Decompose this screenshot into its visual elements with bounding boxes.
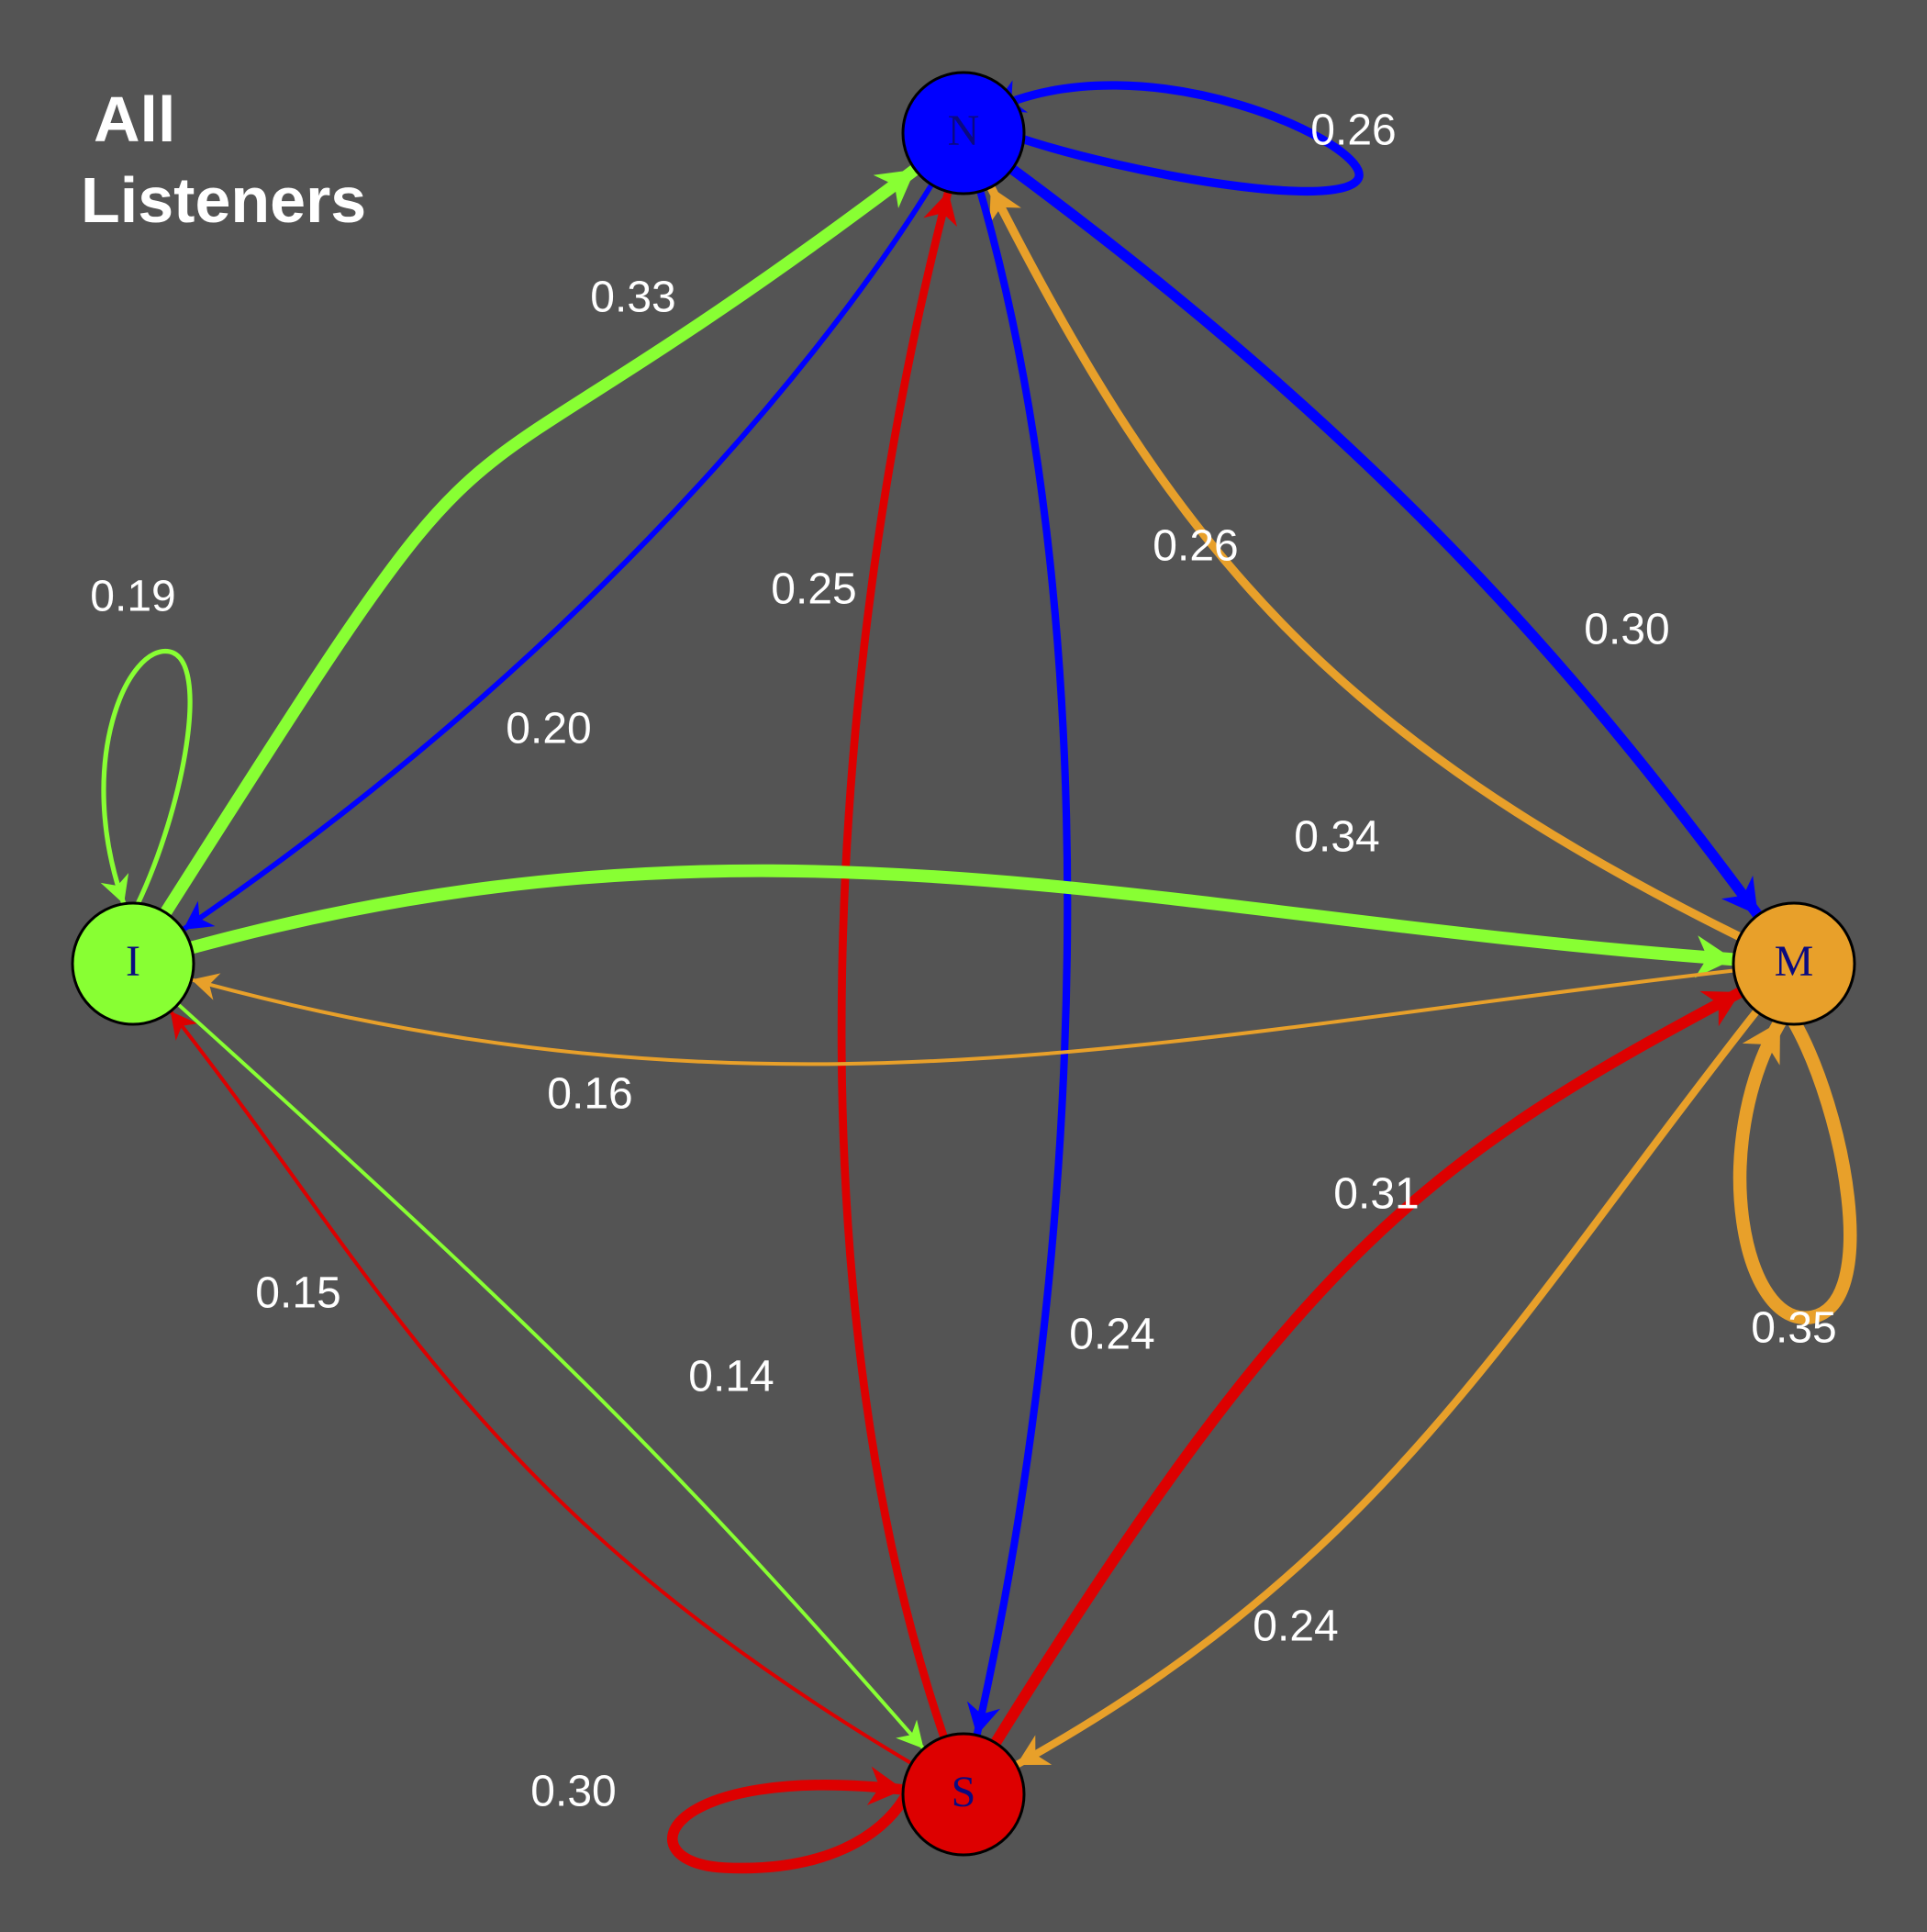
edge-line [1732,1014,1857,1324]
edge-label-s-to-i: 0.15 [255,1269,340,1318]
edge-label-m-to-s: 0.24 [1253,1603,1338,1651]
diagram-title: All Listeners [81,79,366,240]
edge-label-i-to-s: 0.14 [688,1353,774,1402]
edge-m-to-i [189,968,1736,1067]
edge-line [989,986,1746,1749]
edge-i-to-s [176,1002,926,1751]
edge-line [1007,163,1764,921]
edge-line [667,1780,909,1874]
edge-line [986,183,1744,942]
edge-label-s-to-s: 0.30 [530,1768,616,1816]
edge-line [837,187,952,1741]
edge-m-to-s [1012,1007,1761,1770]
edge-i-to-n [159,163,921,919]
edge-arrowhead [191,973,221,1000]
title-line-2: Listeners [81,164,367,236]
edge-arrowhead [866,1766,904,1805]
edge-s-to-n [837,187,957,1741]
node-n: N [901,71,1026,195]
edge-label-i-to-i: 0.19 [90,573,175,621]
edge-arrowhead [1694,935,1734,978]
node-m: M [1732,901,1856,1026]
title-line-1: All [94,84,176,155]
edge-arrowhead [1699,990,1741,1027]
edge-line [168,1009,914,1766]
edge-label-s-to-m: 0.31 [1333,1170,1419,1219]
edge-n-to-m [1007,163,1764,921]
edge-s-to-m [989,986,1746,1749]
edge-arrowhead [989,186,1021,225]
edge-label-s-to-n: 0.25 [771,565,856,614]
edge-i-to-i [100,648,193,907]
edge-label-m-to-m: 0.35 [1751,1304,1836,1353]
edge-arrowhead [923,191,957,227]
edge-s-to-s [667,1766,909,1874]
edge-label-n-to-i: 0.20 [506,705,591,754]
edge-arrowhead [896,1719,924,1749]
edge-line [176,1002,926,1751]
edge-arrowhead [873,169,916,208]
node-label: M [1775,937,1814,986]
edge-line [180,182,935,932]
edge-label-n-to-s: 0.24 [1069,1311,1154,1359]
edge-n-to-i [180,182,935,932]
edge-label-m-to-i: 0.16 [547,1070,632,1119]
edge-n-to-s [966,187,1072,1739]
edge-labels-layer: 0.26 0.19 0.35 0.30 0.33 0.20 0.30 0.26 0.25 0.24… [90,106,1836,1816]
node-i: I [71,901,195,1026]
edge-n-to-n [986,80,1364,196]
edge-arrowhead [1721,875,1758,915]
edge-line [159,163,921,919]
edge-m-to-m [1732,1014,1857,1324]
edge-arrowhead [170,1011,198,1041]
node-s: S [901,1732,1026,1857]
node-circle [71,901,195,1026]
edge-line [986,81,1364,196]
node-circle [1732,901,1856,1026]
node-label: S [952,1768,976,1816]
edge-arrowhead [966,1701,1001,1736]
edge-arrowhead [1742,1022,1780,1066]
edge-label-i-to-n: 0.33 [590,274,675,322]
edge-line [189,968,1736,1067]
edge-line [1012,1007,1761,1770]
edge-i-to-m [184,864,1741,978]
edge-s-to-i [168,1009,914,1766]
edge-label-i-to-m: 0.34 [1294,813,1379,862]
edge-arrowhead [183,900,216,930]
edge-label-n-to-n: 0.26 [1310,106,1396,155]
node-circle [901,1732,1026,1857]
node-label: I [126,937,140,986]
edge-label-m-to-n: 0.26 [1153,522,1238,571]
node-label: N [948,106,980,155]
nodes-layer: N I M S [71,71,1856,1857]
edge-line [101,648,193,907]
edge-arrowhead [100,873,129,904]
node-circle [901,71,1026,195]
edge-m-to-n [986,183,1744,942]
edge-label-n-to-m: 0.30 [1584,606,1669,654]
edge-line [184,864,1741,966]
edge-line [973,187,1072,1739]
edges-layer [100,80,1857,1874]
edge-arrowhead [1016,1735,1053,1766]
